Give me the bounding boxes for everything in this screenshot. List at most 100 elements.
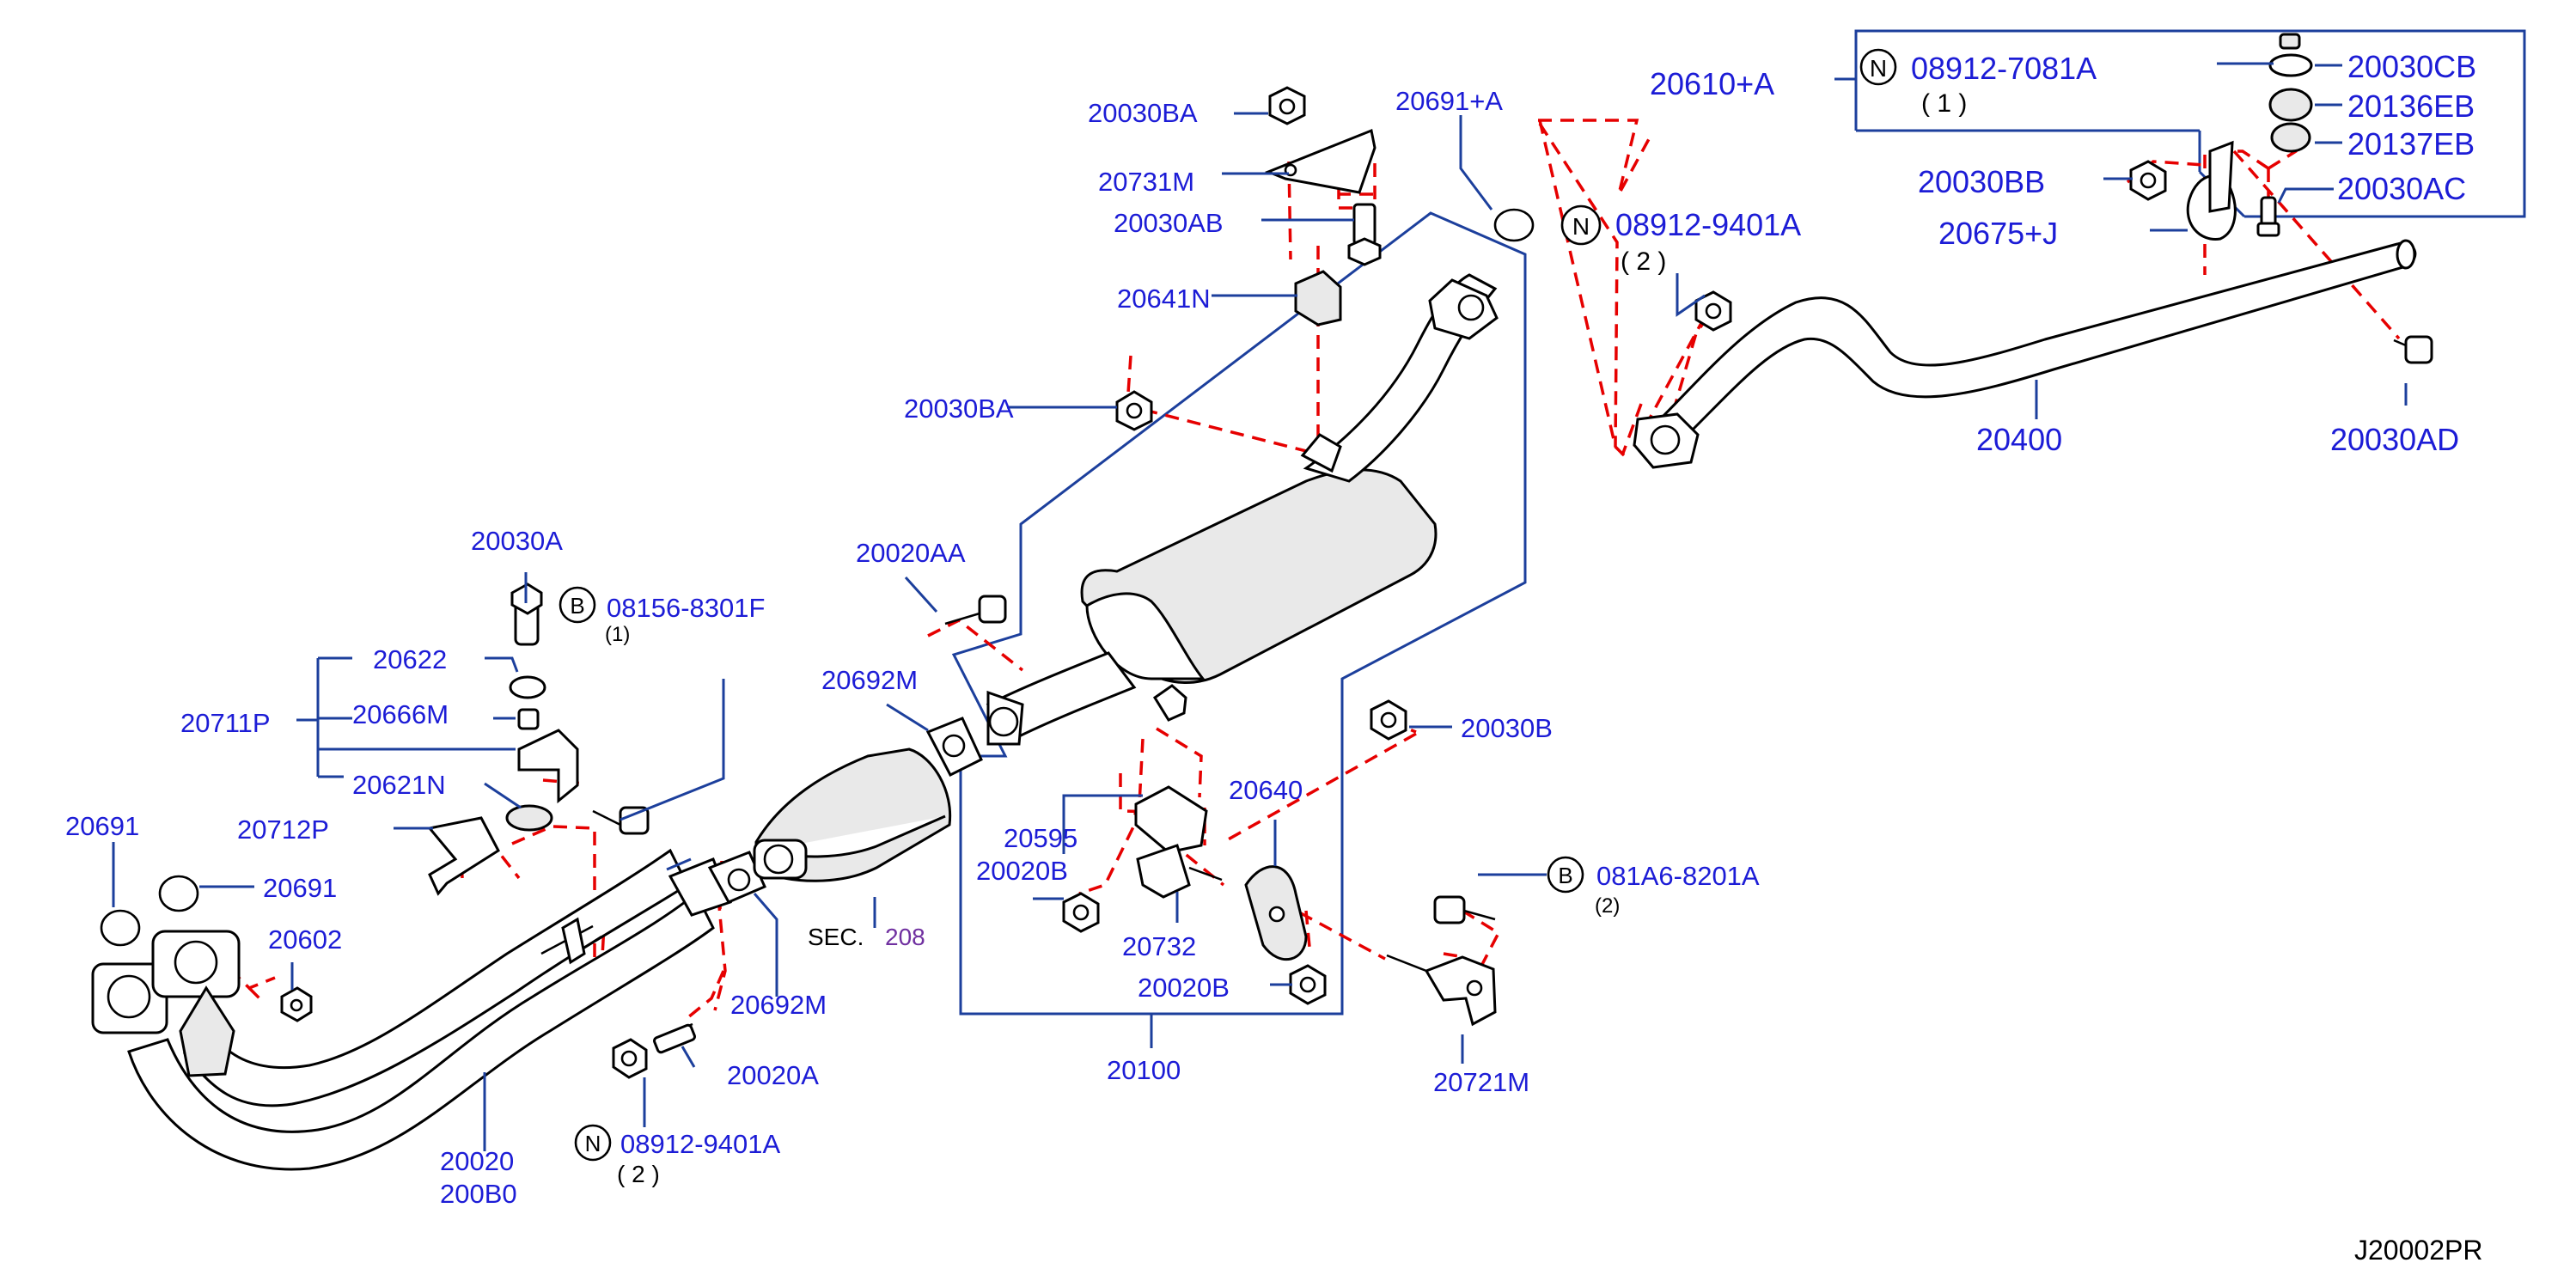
- nut-20030B: [1370, 699, 1407, 741]
- insulator-20137EB: [2270, 122, 2311, 153]
- part-label-20100[interactable]: 20100: [1107, 1055, 1181, 1085]
- part-label-20030BA-mid[interactable]: 20030BA: [904, 393, 1014, 424]
- part-label-20691-b[interactable]: 20691: [263, 873, 337, 903]
- gasket-20691-b: [158, 875, 199, 912]
- washer-20030CB: [2268, 53, 2313, 77]
- gasket-20691A: [1493, 208, 1535, 242]
- bolt-20020AA: [944, 595, 1007, 625]
- bracket-20712P: [427, 816, 500, 896]
- part-label-200B0[interactable]: 200B0: [440, 1179, 517, 1209]
- part-label-20030A[interactable]: 20030A: [471, 526, 563, 556]
- callout-letter: N: [1870, 55, 1887, 82]
- callout-number: 08912-9401A: [620, 1129, 780, 1159]
- callout-letter: B: [1558, 863, 1572, 888]
- insulator-20136EB: [2268, 88, 2313, 122]
- front-pipe-20020: [91, 848, 732, 1171]
- part-label-20712P[interactable]: 20712P: [237, 814, 329, 845]
- part-label-20602[interactable]: 20602: [268, 924, 342, 955]
- part-label-20640[interactable]: 20640: [1229, 775, 1303, 805]
- muffler-assembly-group-outline: [951, 211, 1527, 1016]
- part-label-20020A[interactable]: 20020A: [727, 1060, 819, 1090]
- part-label-20691-a[interactable]: 20691: [65, 811, 139, 841]
- callout-B-081A6-8201A: B 081A6-8201A (2): [1547, 856, 1760, 918]
- part-label-20030B[interactable]: 20030B: [1461, 713, 1553, 743]
- callout-letter: N: [585, 1131, 601, 1156]
- part-label-20400[interactable]: 20400: [1976, 422, 2062, 457]
- bracket-20732: [1136, 844, 1223, 899]
- part-label-20691A[interactable]: 20691+A: [1395, 86, 1503, 116]
- callout-number: 081A6-8201A: [1596, 861, 1760, 891]
- callout-B-08156-8301F: B 08156-8301F (1): [559, 586, 765, 646]
- callout-number: 08912-9401A: [1615, 207, 1801, 242]
- callout-letter: B: [570, 593, 584, 619]
- stud-20020A: [653, 1022, 696, 1054]
- gasket-20692M-bottom: [707, 851, 766, 904]
- muffler-20100: [986, 273, 1499, 746]
- catalytic-converter: [753, 747, 952, 882]
- bracket-20721M: [1386, 954, 1497, 1027]
- clamp-20675J: [2186, 140, 2237, 241]
- part-label-20711P[interactable]: 20711P: [180, 708, 271, 738]
- part-label-20721M[interactable]: 20721M: [1433, 1067, 1529, 1097]
- part-label-20030AB[interactable]: 20030AB: [1114, 208, 1224, 238]
- part-label-20030AD[interactable]: 20030AD: [2330, 422, 2459, 457]
- part-label-20666M[interactable]: 20666M: [352, 699, 449, 729]
- sec-prefix: SEC.: [808, 924, 864, 950]
- part-label-20020[interactable]: 20020: [440, 1146, 514, 1176]
- part-label-20692M-bottom[interactable]: 20692M: [730, 990, 827, 1020]
- nut-20602: [280, 986, 313, 1022]
- gasket-20692M-top: [925, 717, 983, 778]
- part-label-20020AA[interactable]: 20020AA: [856, 538, 966, 568]
- bolt-08156-8301F: [592, 806, 650, 835]
- callout-N-08912-9401A-bottom: N 08912-9401A ( 2 ): [574, 1124, 780, 1187]
- sec-number-link[interactable]: 208: [885, 924, 925, 950]
- gasket-20691-a: [100, 909, 141, 947]
- part-label-20030AC[interactable]: 20030AC: [2337, 171, 2466, 206]
- part-label-20641N[interactable]: 20641N: [1117, 284, 1211, 314]
- callout-qty: (1): [605, 623, 630, 646]
- callout-qty: ( 2 ): [1621, 247, 1666, 276]
- bolt-081A6-8201A: [1433, 895, 1496, 924]
- callout-qty: ( 1 ): [1921, 89, 1967, 118]
- part-label-20675J[interactable]: 20675+J: [1938, 216, 2058, 251]
- nut-20030BB: [2129, 160, 2167, 201]
- bracket-20731M: [1264, 128, 1377, 194]
- callout-letter: N: [1572, 213, 1590, 240]
- tail-pipe-20400: [1633, 239, 2417, 469]
- nut-20020B-bottom: [1289, 964, 1327, 1005]
- bracket-20595: [1134, 785, 1208, 854]
- part-label-20610A[interactable]: 20610+A: [1650, 66, 1774, 101]
- callout-N-08912-9401A-top: N 08912-9401A ( 2 ): [1560, 204, 1801, 276]
- bolt-20030AB: [1347, 203, 1382, 266]
- insulator-20640: [1244, 865, 1308, 961]
- part-label-20622[interactable]: 20622: [373, 644, 447, 674]
- nut-20030CB: [2279, 33, 2301, 50]
- callout-N-08912-7081A: N 08912-7081A ( 1 ): [1859, 48, 2097, 118]
- nut-08912-9401A-bottom: [612, 1038, 648, 1079]
- part-label-20731M[interactable]: 20731M: [1098, 167, 1194, 197]
- part-labels: 20030CB 20136EB 20137EB 20030AC 20610+A …: [65, 49, 2482, 1266]
- insulator-20641N: [1294, 270, 1342, 326]
- part-label-20621N[interactable]: 20621N: [352, 770, 446, 800]
- bracket-20711P: [505, 583, 579, 832]
- nut-20030BA-top: [1268, 86, 1306, 125]
- callout-qty: (2): [1595, 894, 1620, 918]
- part-label-20030BA-top[interactable]: 20030BA: [1088, 98, 1198, 128]
- part-label-20030CB[interactable]: 20030CB: [2347, 49, 2476, 84]
- nut-08912-9401A-top: [1694, 290, 1732, 332]
- part-label-20595[interactable]: 20595: [1004, 823, 1077, 853]
- part-label-20137EB[interactable]: 20137EB: [2347, 126, 2475, 162]
- part-label-20692M-top[interactable]: 20692M: [821, 665, 918, 695]
- part-label-20020B-bottom[interactable]: 20020B: [1138, 973, 1230, 1003]
- bolt-20030AC: [2256, 196, 2280, 237]
- callout-qty: ( 2 ): [617, 1161, 660, 1187]
- bolt-20030AD: [2393, 335, 2433, 364]
- part-label-20136EB[interactable]: 20136EB: [2347, 88, 2475, 124]
- nut-20030BA-mid: [1115, 390, 1153, 431]
- part-label-20020B-left[interactable]: 20020B: [976, 856, 1068, 886]
- mounting-kit-group-box: [1854, 29, 2526, 218]
- part-label-20030BB[interactable]: 20030BB: [1918, 164, 2045, 199]
- callout-number: 08912-7081A: [1911, 51, 2097, 86]
- part-label-20732[interactable]: 20732: [1122, 931, 1196, 961]
